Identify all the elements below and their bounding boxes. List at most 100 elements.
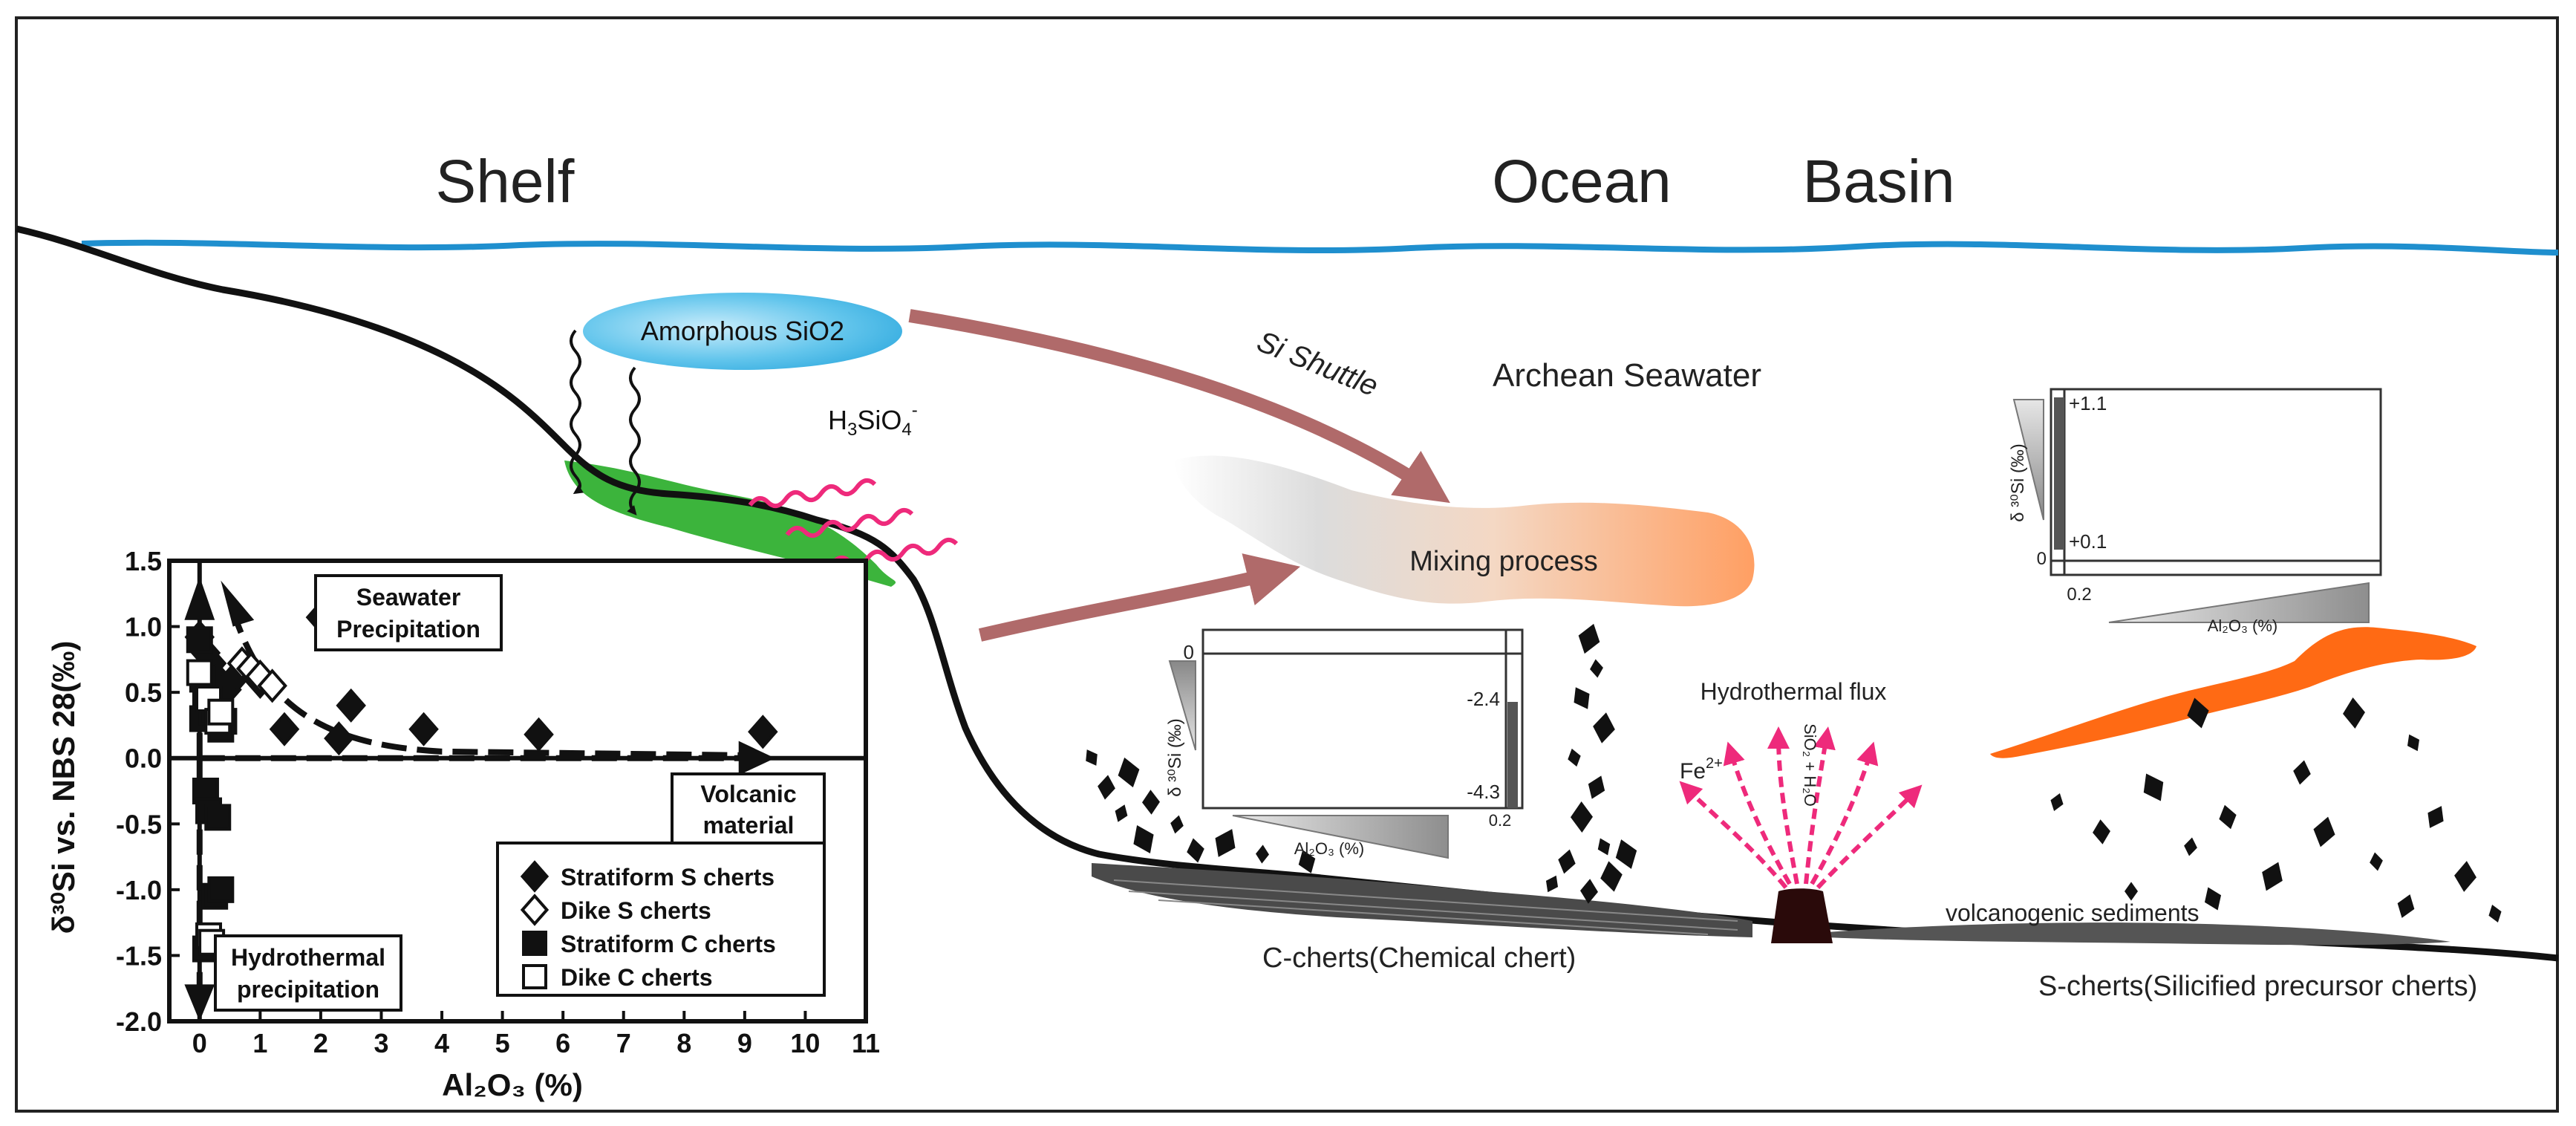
mini-s-bottom: +0.1 bbox=[2069, 530, 2107, 553]
filled-diamond-marker bbox=[269, 712, 300, 746]
legend-label: Stratiform C cherts bbox=[561, 931, 776, 957]
mini-c-x-tick: 0.2 bbox=[1489, 811, 1512, 830]
hydrothermal-trend-head bbox=[184, 984, 215, 1021]
open-square-marker bbox=[186, 659, 213, 686]
chert-fragment bbox=[2204, 887, 2222, 911]
chert-fragment bbox=[1256, 844, 1269, 864]
seawater-annotation-box bbox=[314, 574, 503, 651]
amorphous-sio2-cloud bbox=[583, 293, 902, 370]
chert-fragment bbox=[2397, 894, 2415, 918]
filled-diamond-marker bbox=[524, 717, 554, 752]
mini-c-ylabel: δ ³⁰Si (‰) bbox=[1165, 718, 1185, 797]
chert-fragment bbox=[2293, 760, 2311, 785]
chert-fragment bbox=[1298, 850, 1316, 873]
seawater-annotation-1: Seawater bbox=[356, 584, 461, 611]
legend-label: Dike S cherts bbox=[561, 897, 711, 924]
si-shuttle-label: Si Shuttle bbox=[1253, 325, 1383, 403]
x-tick-label: 8 bbox=[676, 1028, 691, 1058]
region-ocean: Ocean bbox=[1492, 148, 1672, 215]
chert-fragment bbox=[1098, 775, 1115, 800]
chert-fragment bbox=[1086, 749, 1098, 766]
mini-c-value-2: -4.3 bbox=[1467, 781, 1500, 803]
mixing-process-cloud bbox=[1173, 455, 1755, 607]
s-chert-sediment-band bbox=[1827, 922, 2451, 946]
x-tick-label: 6 bbox=[555, 1028, 570, 1058]
filled-diamond-marker bbox=[408, 712, 439, 746]
mixing-inflow-arrow bbox=[978, 553, 1300, 642]
filled-square-marker bbox=[186, 626, 213, 654]
chert-fragment bbox=[1590, 659, 1603, 678]
volcanic-trend-head bbox=[221, 580, 255, 627]
legend-label: Stratiform S cherts bbox=[561, 864, 775, 891]
figure-frame bbox=[15, 16, 2559, 1113]
filled-diamond-marker bbox=[748, 715, 778, 749]
chert-fragment bbox=[1597, 838, 1611, 856]
x-tick-label: 4 bbox=[434, 1028, 449, 1058]
h3sio4-label: H3SiO4- bbox=[828, 400, 918, 440]
mini-s-xlabel: Al₂O₃ (%) bbox=[2208, 616, 2278, 635]
fe-label: Fe2+ bbox=[1680, 755, 1723, 784]
chert-fragment bbox=[2454, 861, 2476, 892]
seawater-annotation-2: Precipitation bbox=[336, 616, 480, 642]
filled-square-marker bbox=[207, 876, 235, 903]
sio2-h2o-label: SiO₂ + H₂O bbox=[1801, 723, 1819, 807]
seawater-trend-head bbox=[184, 576, 215, 620]
volcanic-trend-axis-head bbox=[738, 741, 775, 775]
x-tick-label: 9 bbox=[737, 1028, 752, 1058]
chert-fragment bbox=[2219, 804, 2237, 830]
x-tick-label: 1 bbox=[252, 1028, 267, 1058]
y-tick-label: -0.5 bbox=[116, 809, 162, 839]
mini-s-top: +1.1 bbox=[2069, 392, 2107, 414]
hydrothermal-vent bbox=[1771, 888, 1833, 943]
chert-fragment bbox=[1568, 748, 1581, 767]
si-shuttle-arrow bbox=[908, 309, 1450, 504]
chert-fragment bbox=[1118, 757, 1140, 788]
inset-points bbox=[184, 600, 778, 963]
mixing-process-label: Mixing process bbox=[1409, 546, 1597, 577]
chert-fragment bbox=[2427, 806, 2444, 828]
chert-fragment bbox=[2313, 816, 2335, 847]
x-tick-label: 5 bbox=[495, 1028, 510, 1058]
filled-diamond-marker bbox=[324, 721, 354, 756]
x-tick-label: 7 bbox=[616, 1028, 631, 1058]
region-basin: Basin bbox=[1802, 148, 1954, 215]
chert-fragment bbox=[2370, 852, 2383, 871]
chert-fragment bbox=[1170, 815, 1184, 834]
amorphous-sio2-label: Amorphous SiO2 bbox=[641, 316, 844, 346]
sea-surface-line bbox=[81, 239, 2559, 256]
filled-square-marker bbox=[204, 804, 232, 831]
chert-fragment bbox=[1558, 849, 1576, 874]
c-chert-band-lines bbox=[1113, 879, 1738, 935]
chert-fragment bbox=[1593, 712, 1615, 743]
chert-fragment bbox=[1115, 804, 1128, 822]
c-cherts-label: C-cherts(Chemical chert) bbox=[1262, 943, 1576, 974]
s-cherts-label: S-cherts(Silicified precursor cherts) bbox=[2038, 971, 2477, 1002]
chert-fragment bbox=[2262, 862, 2283, 891]
chert-fragment bbox=[2184, 837, 2197, 856]
y-tick-label: -2.0 bbox=[116, 1006, 162, 1037]
chert-fragment bbox=[2050, 793, 2064, 811]
chert-fragments bbox=[1086, 623, 2502, 922]
y-tick-label: 1.5 bbox=[125, 546, 162, 576]
open-square-marker bbox=[207, 698, 235, 726]
chert-fragment bbox=[1571, 801, 1593, 833]
chert-fragment bbox=[1615, 839, 1637, 869]
filled-square-marker bbox=[522, 931, 547, 956]
y-tick-label: 0.5 bbox=[125, 677, 162, 708]
y-tick-label: -1.0 bbox=[116, 875, 162, 905]
chert-fragment bbox=[1600, 861, 1623, 892]
volcanic-annotation-1: Volcanic bbox=[700, 781, 796, 807]
mini-chart-s: +1.1 +0.1 0 0.2 Al₂O₃ (%) δ ³⁰Si (‰) bbox=[2008, 388, 2382, 635]
mini-chart-c: 0 -2.4 -4.3 0.2 Al₂O₃ (%) δ ³⁰Si (‰) bbox=[1165, 628, 1524, 859]
chert-fragment bbox=[1133, 824, 1154, 854]
mini-c-xlabel: Al₂O₃ (%) bbox=[1294, 839, 1365, 858]
hydro-annotation-box bbox=[214, 934, 402, 1012]
chert-fragment bbox=[1574, 687, 1590, 709]
chert-fragment bbox=[1142, 790, 1160, 815]
mini-s-x-tick: 0.2 bbox=[2067, 585, 2091, 605]
inset-y-axis-label: δ³⁰Si vs. NBS 28(‰) bbox=[46, 641, 81, 934]
chert-fragment bbox=[2187, 697, 2209, 729]
hydrothermal-flux-label: Hydrothermal flux bbox=[1701, 678, 1887, 705]
